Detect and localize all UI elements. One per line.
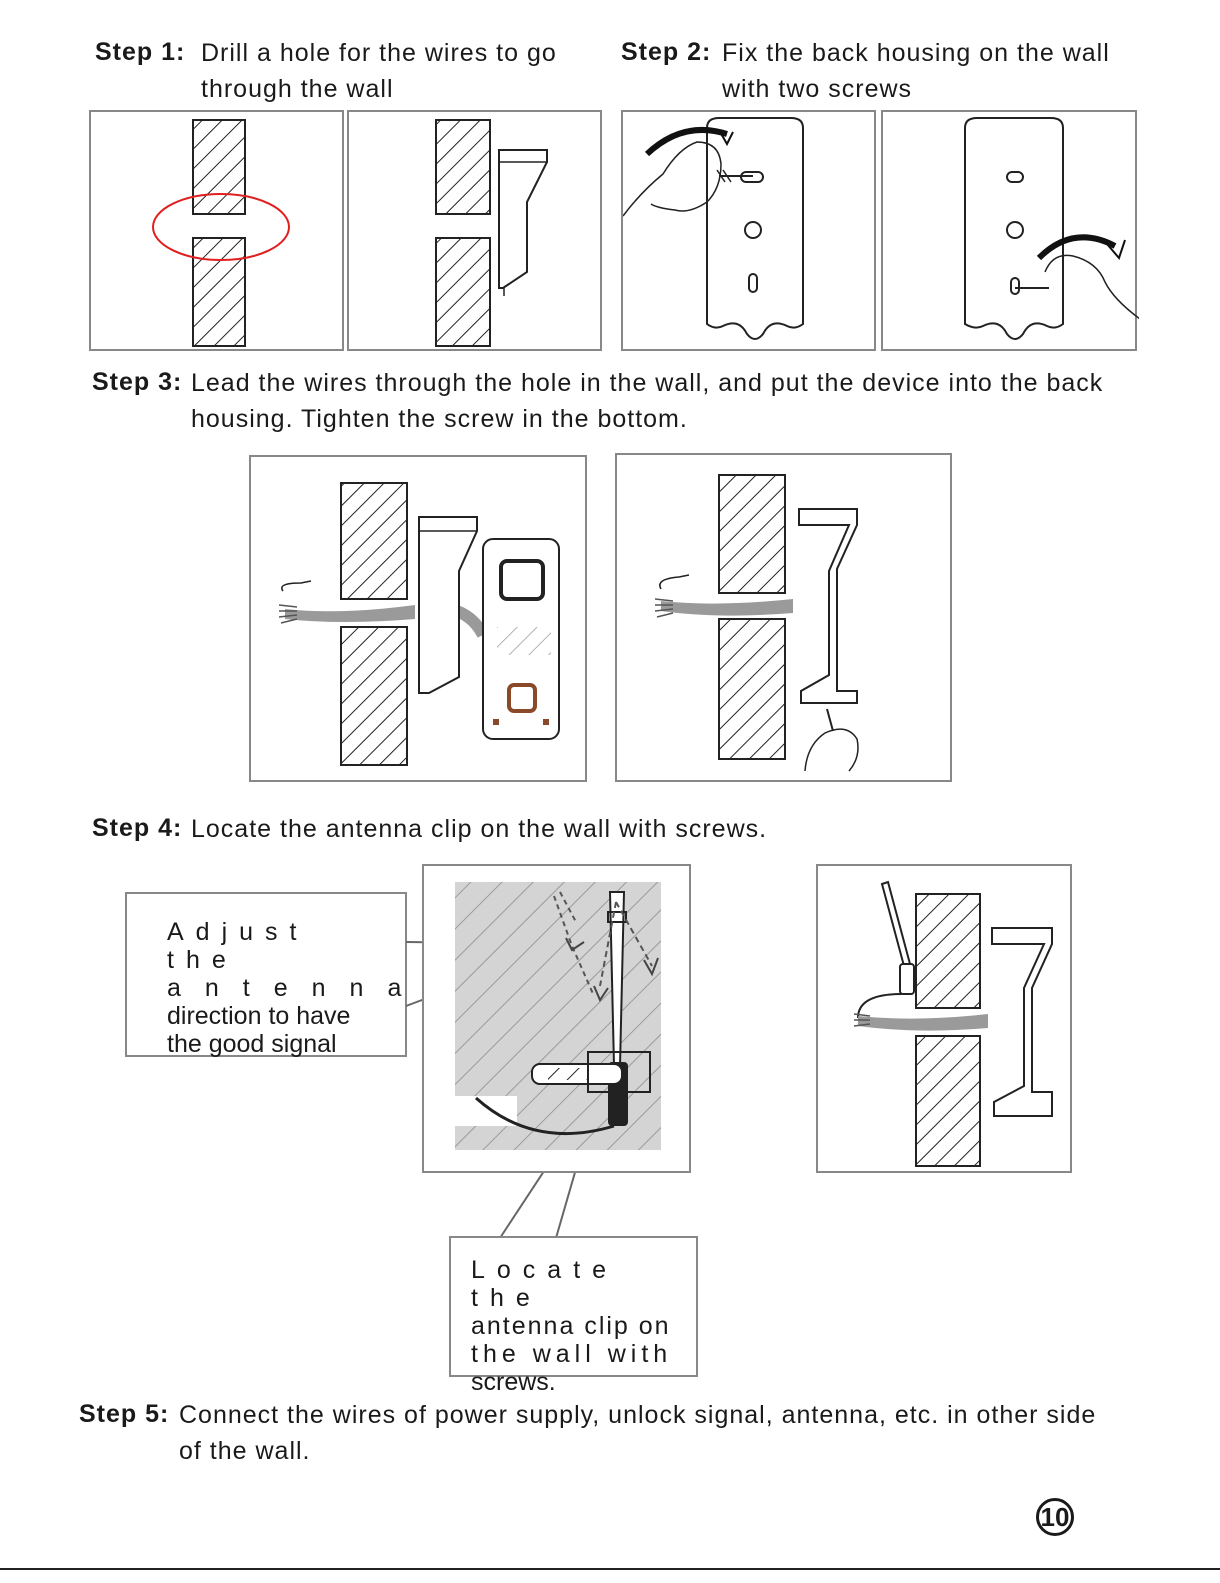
step5-line2: of the wall. — [179, 1433, 311, 1469]
locate-callout-line1: Locate the — [471, 1256, 685, 1312]
step5-line1: Connect the wires of power supply, unloc… — [179, 1397, 1096, 1433]
locate-callout-line2: antenna clip on — [471, 1312, 685, 1340]
locate-clip-callout: Locate the antenna clip on the wall with… — [449, 1236, 698, 1377]
page-number: 10 — [1036, 1498, 1074, 1536]
antenna-clip-figure — [422, 864, 691, 1173]
installed-antenna-side-figure — [816, 864, 1072, 1173]
step5-label: Step 5: — [79, 1400, 169, 1429]
locate-callout-line3: the wall with — [471, 1340, 685, 1368]
page-bottom-rule — [0, 1568, 1220, 1570]
locate-callout-line4: screws. — [471, 1368, 685, 1396]
